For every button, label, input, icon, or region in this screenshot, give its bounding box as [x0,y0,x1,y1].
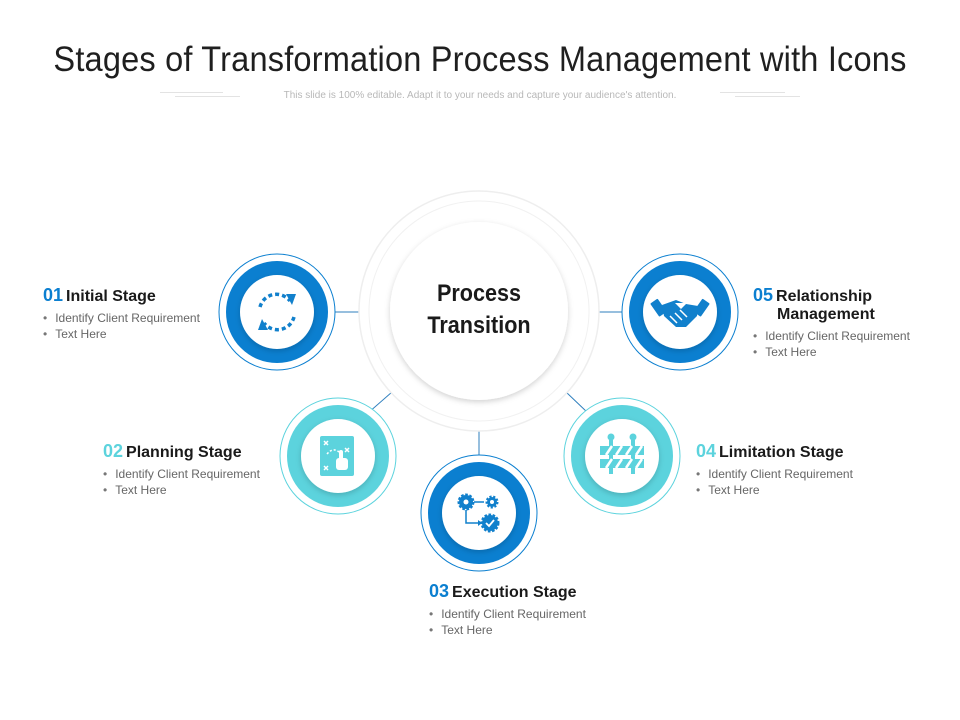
page-subtitle: This slide is 100% editable. Adapt it to… [283,90,677,101]
stage-05-title-line2: Management [777,306,875,323]
stage-05-number: 05 [753,285,774,305]
center-label-line1: Process [436,280,522,307]
list-item: Identify Client Requirement [429,606,586,622]
connector-04 [565,391,589,414]
list-item: Text Here [696,482,853,498]
stage-02-title: Planning Stage [126,444,242,461]
page-title: Stages of Transformation Process Managem… [53,40,907,79]
stage-03-bullets: Identify Client Requirement Text Here [429,606,586,638]
stage-03-title: Execution Stage [452,584,577,601]
strategy-board-icon [320,436,354,476]
center-label-line2: Transition [427,312,531,339]
list-item: Identify Client Requirement [753,328,910,344]
stage-01-title: Initial Stage [66,288,156,305]
stage-04-node [563,397,681,515]
list-item: Text Here [429,622,586,638]
handshake-icon [650,298,710,327]
list-item: Identify Client Requirement [696,466,853,482]
subtitle-rule-right-2 [735,96,800,97]
stage-01-node [218,253,336,371]
barrier-icon [600,433,644,474]
stage-05-bullets: Identify Client Requirement Text Here [753,328,910,360]
list-item: Text Here [103,482,260,498]
center-label: Process Transition [399,278,559,342]
list-item: Identify Client Requirement [43,310,200,326]
list-item: Text Here [43,326,200,342]
stage-02-node [279,397,397,515]
stage-04-title: Limitation Stage [719,444,844,461]
stage-02-number: 02 [103,441,124,461]
list-item: Text Here [753,344,910,360]
stage-01-bullets: Identify Client Requirement Text Here [43,310,200,342]
stage-05-title: Relationship [776,288,873,305]
center-hub [358,190,600,432]
list-item: Identify Client Requirement [103,466,260,482]
stage-01-number: 01 [43,285,64,305]
stage-03-number: 03 [429,581,450,601]
stage-05-node [621,253,739,371]
subtitle-rule-left [160,92,223,93]
stage-02-bullets: Identify Client Requirement Text Here [103,466,260,498]
stage-03-node [420,454,538,572]
subtitle-rule-left-2 [175,96,240,97]
stage-04-bullets: Identify Client Requirement Text Here [696,466,853,498]
stage-04-number: 04 [696,441,717,461]
subtitle-rule-right [720,92,785,93]
gears-flow-icon [457,493,500,533]
